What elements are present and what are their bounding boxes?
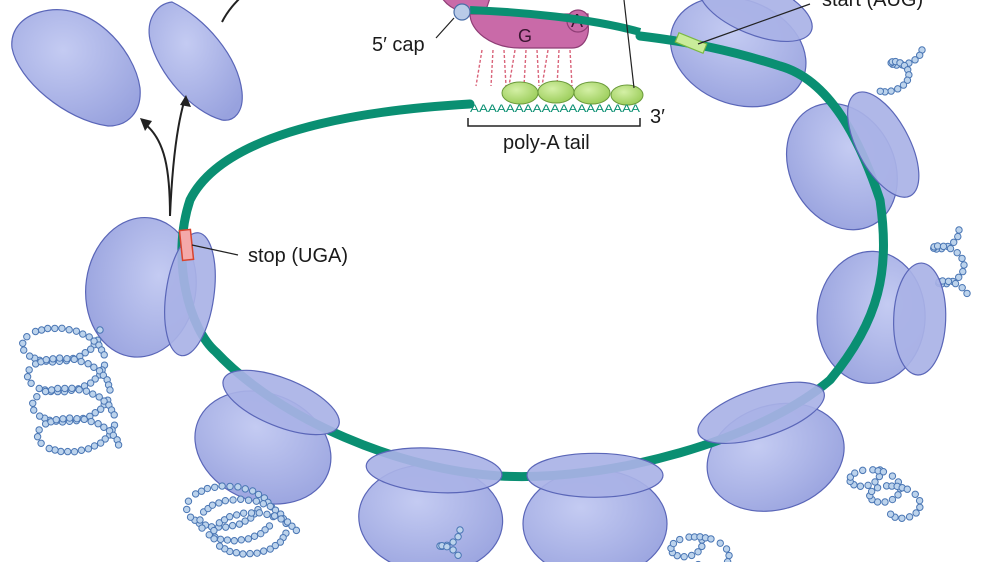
ribosome-small-subunit: [847, 91, 920, 198]
stop-codon-marker: [178, 228, 195, 262]
polypeptide-chain-5: [436, 526, 464, 559]
polypeptide-chain-3: [846, 466, 924, 522]
factor-g-label: G: [518, 26, 532, 46]
three-prime-label: 3′: [650, 106, 665, 128]
release-arrow-right: [169, 101, 185, 217]
eif4g-protein: [469, 13, 589, 49]
pabp-protein-3: [573, 81, 611, 105]
poly-a-tail-region: AAAAAAAAAAAAAAAAAAA poly-A tail 3′: [467, 49, 665, 154]
release-arrow-top: [221, 0, 240, 23]
poly-a-sequence: AAAAAAAAAAAAAAAAAAA: [470, 103, 641, 115]
poly-a-bracket: [467, 118, 641, 127]
pabp-protein-1: [501, 81, 539, 105]
polypeptide-chain-7: [19, 324, 123, 456]
start-codon-marker: [674, 31, 708, 55]
released-small-subunit: [148, 1, 243, 121]
released-large-subunit: [11, 9, 141, 127]
cap-mrna-link: [469, 6, 642, 36]
pabp-protein-4: [610, 84, 644, 106]
initiation-factor-complex: G A 5′ cap: [372, 0, 642, 89]
stop-codon-leader: [191, 244, 239, 256]
ribosome-small-subunit: [164, 232, 216, 357]
release-arrow-left: [144, 123, 171, 217]
start-codon-label: start (AUG): [822, 0, 923, 11]
ribosome-small-subunit: [222, 369, 340, 436]
poly-a-tail-label: poly-A tail: [503, 132, 590, 154]
ribosome-small-subunit: [365, 447, 503, 494]
polypeptide-chain-6: [183, 482, 301, 558]
released-ribosome-subunits: [11, 1, 243, 127]
ribosome-small-subunit: [698, 0, 813, 43]
tail-link-leader: [623, 0, 635, 89]
ribosome-layer-front: [164, 0, 947, 498]
ribosome-small-subunit: [526, 452, 664, 498]
polypeptide-chain-4: [667, 533, 733, 562]
release-arrowhead-right: [180, 95, 191, 107]
stop-codon-label: stop (UGA): [248, 245, 348, 267]
five-prime-cap-label: 5′ cap: [372, 34, 425, 56]
ribosome-small-subunit: [697, 381, 825, 445]
cap-leader: [435, 17, 455, 39]
ribosome-small-subunit: [893, 262, 947, 376]
release-arrowhead-left: [140, 118, 152, 131]
polypeptide-chain-1: [876, 46, 926, 96]
pabp-protein-2: [537, 80, 575, 104]
release-arrows: [140, 0, 240, 217]
start-codon-leader: [697, 3, 811, 45]
pabp-tethers: [475, 49, 573, 87]
five-prime-cap: [453, 3, 471, 21]
